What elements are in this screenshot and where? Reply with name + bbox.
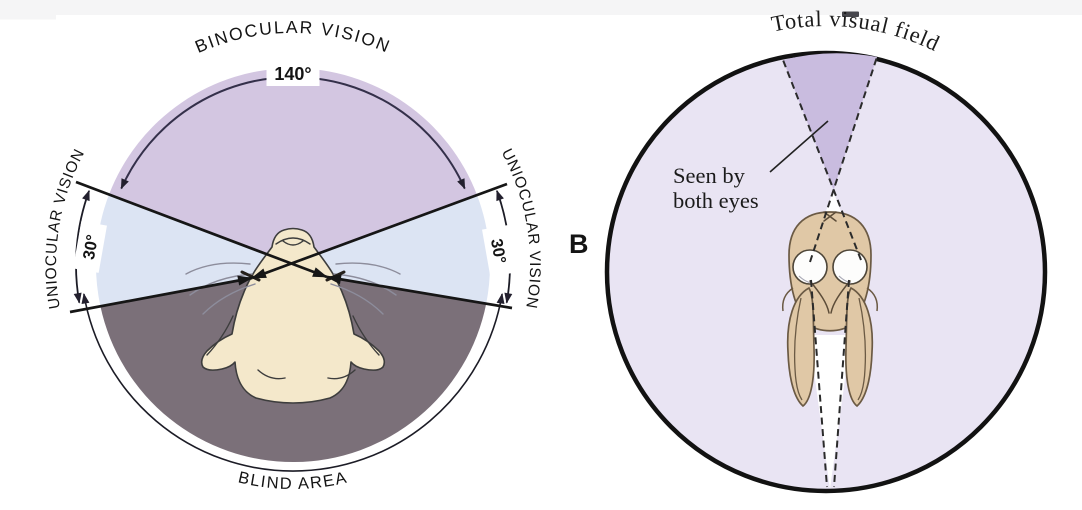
crop-mark [842, 11, 859, 17]
binocular-vision-label: BINOCULAR VISION [192, 17, 394, 57]
dashed-line-rear-left [810, 279, 828, 488]
rabbit-eye-left [792, 249, 828, 285]
angle-30-left-box [73, 221, 107, 273]
cat-head [200, 227, 386, 404]
rabbit-shoulders [781, 287, 879, 312]
uniocular-left-sector [95, 194, 304, 307]
rabbit-eye-right [832, 249, 868, 285]
sight-line-upper-left [75, 180, 328, 279]
rabbit-face-details [809, 211, 851, 314]
callout-leader-line [769, 120, 829, 173]
sight-line-upper-right [251, 182, 508, 280]
rabbit-head-group [781, 211, 879, 408]
dashed-line-right-eye-forward [782, 59, 862, 261]
cat-face-details [206, 237, 380, 380]
both-eyes-overlap-wedge [783, 53, 877, 190]
rear-blind-wedge [809, 335, 851, 489]
dashed-line-left-eye-forward [809, 56, 878, 263]
sight-line-lower-right [326, 274, 513, 310]
rabbit-ear-folds [793, 297, 867, 401]
watermark-letter-b: B [569, 229, 589, 259]
panel-b-total-field-diagram: Total visual field Seen by both eyes [604, 6, 1048, 494]
wedge-apex-notch [825, 191, 842, 214]
angle-30-label-right: 30° [487, 237, 509, 265]
panel-a-visual-field-diagram: 140° 30° 30° BINOCULAR VISION UN [43, 17, 542, 493]
rabbit-eye-shading [798, 275, 852, 284]
seen-by-label-line2: both eyes [673, 188, 759, 213]
top-strip-left-notch [0, 0, 56, 20]
sight-lines-group [69, 180, 513, 314]
angle-30-left-group: 30° [73, 221, 107, 273]
blind-area-bracket-arc [81, 293, 505, 472]
angle-30-right-group: 30° [482, 225, 516, 277]
uniocular-left-bracket-arc [73, 189, 90, 304]
field-boundary-dashed-group [782, 56, 878, 488]
top-strip [0, 0, 1082, 15]
sight-line-lower-left [69, 275, 253, 314]
blind-area-label: BLIND AREA [237, 468, 350, 493]
rabbit-ear-left [786, 286, 815, 408]
angle-140-label-box [266, 61, 320, 86]
angle-30-right-box [482, 225, 516, 277]
seen-by-label-line1: Seen by [673, 163, 746, 188]
angle-30-label-left: 30° [80, 233, 102, 261]
angle-140-label: 140° [274, 64, 311, 84]
binocular-field-sector [109, 68, 477, 264]
rabbit-ear-right [845, 286, 874, 408]
dashed-line-rear-right [833, 279, 850, 488]
cat-whiskers [185, 262, 401, 315]
